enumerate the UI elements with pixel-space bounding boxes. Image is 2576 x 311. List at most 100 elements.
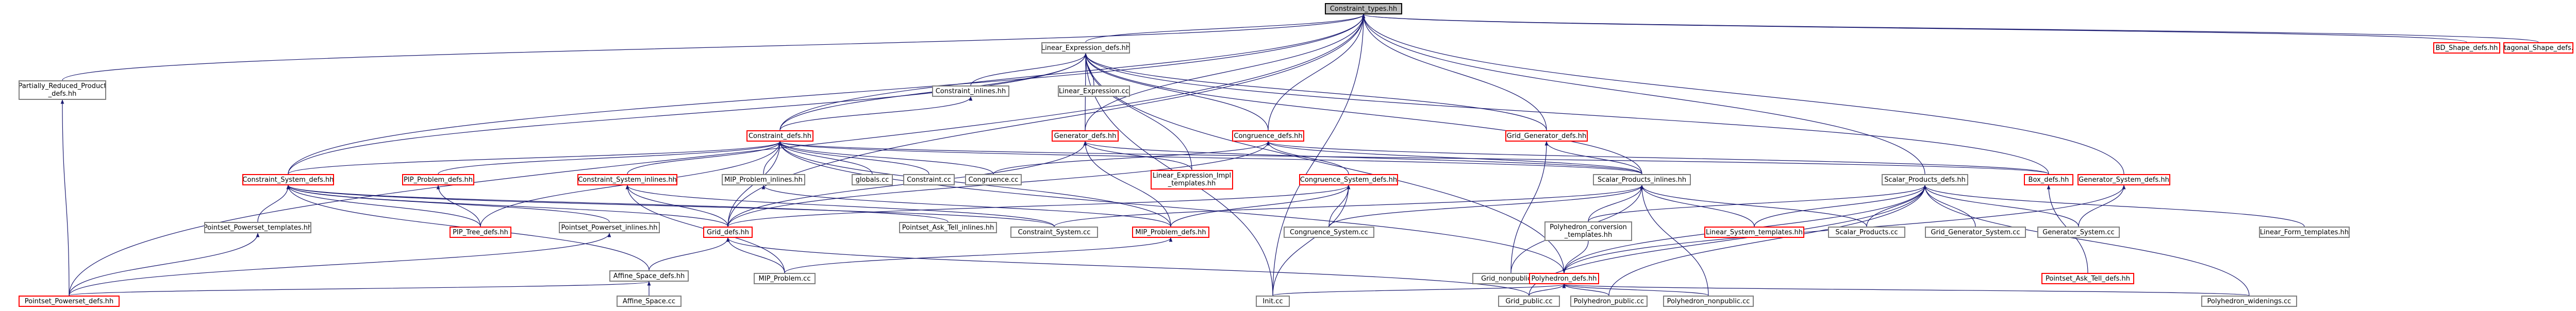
edge-grid-generator-system-cc-to-scalar-products-defs — [1923, 185, 1976, 227]
edge-pointset-powerset-templates-to-constraint-system-defs — [257, 185, 290, 222]
node-mip-problem-defs[interactable]: MIP_Problem_defs.hh — [1132, 227, 1209, 238]
node-scalar-products-cc[interactable]: Scalar_Products.cc — [1828, 227, 1905, 238]
edge-grid-generator-defs-to-linear-expression-defs — [1084, 53, 1547, 131]
edge-pip-tree-defs-to-constraint-system-defs — [286, 185, 481, 227]
edge-scalar-products-cc-to-scalar-products-defs — [1866, 185, 1927, 227]
edge-scalar-products-cc-to-scalar-products-inlines — [1640, 185, 1867, 227]
edge-pointset-powerset-defs-to-constraint-types — [69, 14, 1366, 296]
node-grid-generator-defs[interactable]: Grid_Generator_defs.hh — [1505, 130, 1588, 142]
node-pointset-powerset-inlines[interactable]: Pointset_Powerset_inlines.hh — [559, 222, 660, 233]
node-generator-system-defs[interactable]: Generator_System_defs.hh — [2078, 174, 2170, 185]
node-box-defs[interactable]: Box_defs.hh — [2024, 174, 2073, 185]
node-grid-defs[interactable]: Grid_defs.hh — [703, 227, 753, 238]
node-generator-defs[interactable]: Generator_defs.hh — [1052, 130, 1119, 142]
edge-affine-space-defs-to-grid-defs — [649, 237, 730, 271]
node-congruence-system-cc[interactable]: Congruence_System.cc — [1284, 227, 1374, 238]
edge-scalar-products-defs-to-constraint-types — [1361, 14, 1925, 175]
edge-scalar-products-inlines-to-grid-generator-defs — [1544, 141, 1642, 175]
edge-polyhedron-nonpublic-cc-to-scalar-products-inlines — [1640, 185, 1709, 296]
node-congruence-system-defs[interactable]: Congruence_System_defs.hh — [1299, 174, 1398, 185]
edge-linear-expression-impl-to-generator-defs — [1083, 141, 1192, 170]
node-linear-expression-cc[interactable]: Linear_Expression.cc — [1058, 85, 1130, 97]
edge-mip-problem-defs-to-congruence-system-defs — [1170, 185, 1351, 227]
node-constraint-inlines[interactable]: Constraint_inlines.hh — [932, 85, 1009, 97]
edge-linear-system-templates-to-scalar-products-defs — [1754, 185, 1927, 227]
node-linear-form-templates[interactable]: Linear_Form_templates.hh — [2259, 227, 2350, 238]
node-partially-reduced-product-defs[interactable]: Partially_Reduced_Product _defs.hh — [19, 80, 106, 100]
edge-scalar-products-inlines-to-linear-expression-defs — [1084, 53, 1642, 175]
node-polyhedron-widenings-cc[interactable]: Polyhedron_widenings.cc — [2201, 296, 2297, 307]
edge-polyhedron-defs-to-constraint-defs — [778, 141, 1565, 273]
node-bd-shape-defs[interactable]: BD_Shape_defs.hh — [2433, 42, 2500, 54]
node-polyhedron-public-cc[interactable]: Polyhedron_public.cc — [1570, 296, 1648, 307]
edge-pip-tree-defs-to-pip-problem-defs — [436, 185, 481, 227]
node-grid-public-cc[interactable]: Grid_public.cc — [1498, 296, 1560, 307]
node-linear-system-templates[interactable]: Linear_System_templates.hh — [1704, 227, 1804, 238]
edge-grid-public-cc-to-polyhedron-defs — [1528, 284, 1566, 296]
node-polyhedron-nonpublic-cc[interactable]: Polyhedron_nonpublic.cc — [1663, 296, 1754, 307]
node-linear-expression-impl-templates[interactable]: Linear_Expression_Impl _templates.hh — [1151, 170, 1233, 189]
edge-constraint-system-cc-to-constraint-system-inlines — [625, 185, 1055, 227]
node-pointset-ask-tell-defs[interactable]: Pointset_Ask_Tell_defs.hh — [2041, 273, 2134, 284]
edge-init-cc-to-constraint-types — [1272, 14, 1366, 296]
edge-constraint-defs-to-constraint-types — [779, 14, 1366, 131]
node-constraint-system-defs[interactable]: Constraint_System_defs.hh — [242, 174, 334, 185]
node-mip-problem-inlines[interactable]: MIP_Problem_inlines.hh — [722, 174, 805, 185]
edge-box-defs-to-congruence-defs — [1267, 141, 2049, 175]
node-constraint-defs[interactable]: Constraint_defs.hh — [746, 130, 813, 142]
node-polyhedron-defs[interactable]: Polyhedron_defs.hh — [1529, 273, 1599, 284]
node-constraint-types[interactable]: Constraint_types.hh — [1325, 3, 1402, 14]
edge-init-cc-to-congruence-system-defs — [1272, 185, 1351, 296]
node-grid-generator-system-cc[interactable]: Grid_Generator_System.cc — [1925, 227, 2026, 238]
edge-pointset-powerset-defs-to-pointset-powerset-inlines — [69, 233, 611, 296]
edge-constraint-cc-to-constraint-defs — [778, 141, 929, 175]
node-mip-problem-cc[interactable]: MIP_Problem.cc — [754, 273, 816, 284]
node-affine-space-defs[interactable]: Affine_Space_defs.hh — [609, 270, 689, 282]
node-constraint-cc[interactable]: Constraint.cc — [903, 174, 955, 185]
node-affine-space-cc[interactable]: Affine_Space.cc — [617, 296, 682, 307]
node-congruence-cc[interactable]: Congruence.cc — [965, 174, 1022, 185]
node-pip-tree-defs[interactable]: PIP_Tree_defs.hh — [450, 227, 511, 238]
edge-grid-generator-defs-to-constraint-types — [1361, 14, 1547, 131]
edge-congruence-defs-to-constraint-types — [1268, 14, 1366, 131]
edge-congruence-system-cc-to-congruence-system-defs — [1328, 185, 1351, 227]
edge-grid-defs-to-constraint-system-defs — [286, 185, 728, 227]
edge-congruence-system-defs-to-congruence-defs — [1266, 141, 1349, 175]
edge-constraint-system-defs-to-constraint-defs — [288, 141, 782, 175]
edge-congruence-cc-to-congruence-defs — [993, 141, 1270, 175]
edge-mip-problem-defs-to-mip-problem-inlines — [761, 185, 1171, 227]
node-init-cc[interactable]: Init.cc — [1256, 296, 1290, 307]
edge-grid-defs-to-constraint-system-inlines — [625, 185, 728, 227]
edge-linear-form-templates-to-scalar-products-defs — [1923, 185, 2305, 227]
node-globals-cc[interactable]: globals.cc — [852, 174, 893, 185]
edge-pointset-powerset-defs-to-partially-reduced — [60, 99, 70, 296]
edge-generator-defs-to-constraint-types — [1085, 14, 1366, 131]
node-pointset-ask-tell-inlines[interactable]: Pointset_Ask_Tell_inlines.hh — [899, 222, 997, 233]
edge-mip-problem-cc-to-mip-problem-defs — [784, 237, 1173, 273]
edge-grid-nonpublic-cc-to-grid-generator-defs — [1510, 141, 1549, 273]
node-pointset-powerset-defs[interactable]: Pointset_Powerset_defs.hh — [19, 296, 120, 307]
node-generator-system-cc[interactable]: Generator_System.cc — [2037, 227, 2120, 238]
edge-polyhedron-conversion-to-scalar-products-defs — [1588, 185, 1927, 222]
node-octagonal-shape-defs[interactable]: Octagonal_Shape_defs.hh — [2503, 42, 2573, 54]
edge-constraint-system-defs-to-constraint-types — [288, 14, 1366, 175]
node-linear-expression-defs[interactable]: Linear_Expression_defs.hh — [1041, 42, 1130, 54]
edge-pointset-powerset-defs-to-affine-space-defs — [69, 281, 651, 296]
edge-mip-problem-defs-to-generator-defs — [1083, 141, 1171, 227]
node-pointset-powerset-templates[interactable]: Pointset_Powerset_templates.hh — [204, 222, 311, 233]
edge-globals-cc-to-constraint-defs — [778, 141, 873, 175]
edge-octagonal-shape-defs-to-constraint-types — [1362, 14, 2539, 43]
node-constraint-system-cc[interactable]: Constraint_System.cc — [1010, 227, 1098, 238]
node-scalar-products-inlines[interactable]: Scalar_Products_inlines.hh — [1593, 174, 1691, 185]
edge-grid-public-cc-to-grid-defs — [726, 237, 1530, 296]
edge-linear-system-templates-to-scalar-products-inlines — [1640, 185, 1755, 227]
edge-box-defs-to-linear-expression-defs — [1084, 53, 2049, 175]
node-pip-problem-defs[interactable]: PIP_Problem_defs.hh — [402, 174, 474, 185]
edge-linear-expression-defs-to-constraint-types — [1085, 14, 1366, 43]
edge-congruence-system-cc-to-scalar-products-inlines — [1328, 185, 1644, 227]
node-scalar-products-defs[interactable]: Scalar_Products_defs.hh — [1882, 174, 1968, 185]
node-constraint-system-inlines[interactable]: Constraint_System_inlines.hh — [577, 174, 677, 185]
node-polyhedron-conversion-templates[interactable]: Polyhedron_conversion _templates.hh — [1544, 221, 1632, 241]
node-congruence-defs[interactable]: Congruence_defs.hh — [1232, 130, 1304, 142]
